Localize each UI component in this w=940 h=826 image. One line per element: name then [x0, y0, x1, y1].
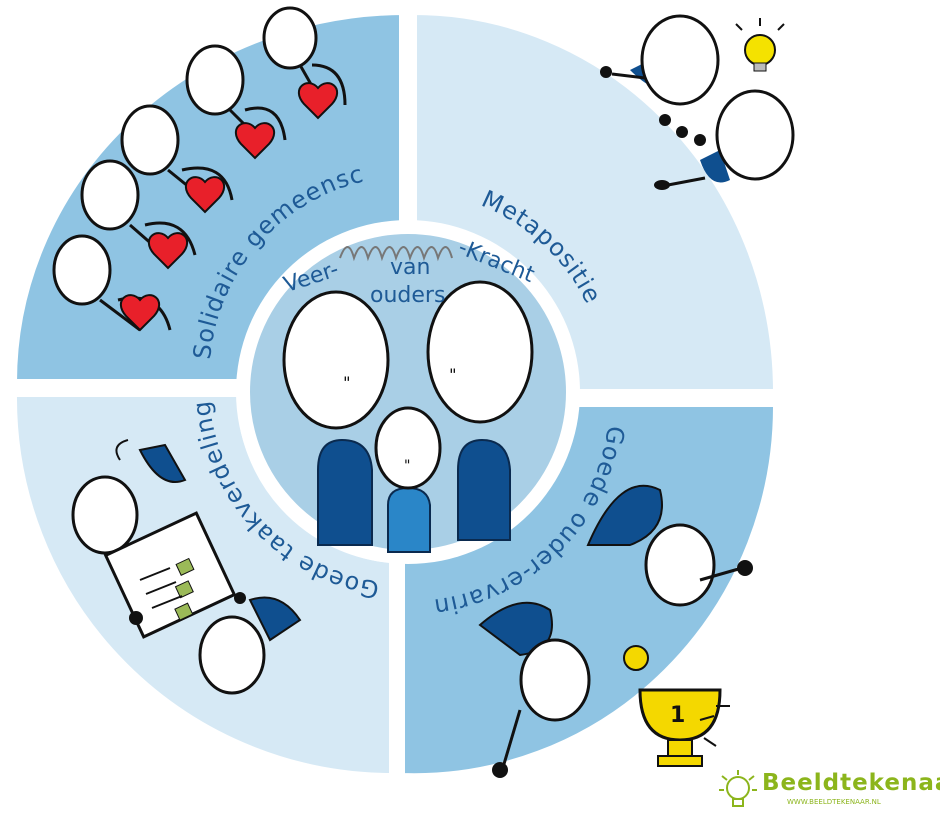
- ellipsis-dots: [659, 114, 706, 146]
- community-figures: [52, 6, 347, 332]
- heart-icon: [297, 82, 339, 120]
- lightbulb-icon: [735, 18, 785, 72]
- heart-icon: [234, 122, 276, 160]
- taak-figure-top: [71, 439, 187, 555]
- center-title-line2: van: [390, 255, 430, 280]
- parent-figure-right: ": [426, 280, 534, 541]
- heart-icon: [147, 232, 189, 270]
- svg-text:": ": [448, 365, 458, 384]
- heart-icon: [119, 294, 161, 332]
- child-figure: ": [374, 406, 442, 553]
- svg-text:": ": [403, 458, 411, 474]
- brand-url: WWW.BEELDTEKENAAR.NL: [787, 798, 881, 806]
- spring-icon: [339, 246, 453, 262]
- lightbulb-icon: [718, 768, 758, 818]
- checklist-icon: [103, 511, 237, 639]
- center-title-line3: ouders: [370, 283, 445, 308]
- heart-icons: [119, 82, 339, 332]
- community-figure: [262, 6, 347, 106]
- heart-icon: [184, 176, 226, 214]
- svg-text:": ": [342, 373, 352, 392]
- ervaring-figure-top: [586, 484, 753, 607]
- svg-text:1: 1: [670, 703, 685, 728]
- meta-figure-bottom: [654, 89, 795, 190]
- brand-name: Beeldtekenaar: [762, 770, 940, 796]
- trophy-icon: 1: [623, 645, 730, 767]
- ervaring-figure-bottom: [478, 601, 591, 778]
- taak-figure-bottom: [198, 592, 302, 695]
- parent-figure-left: ": [282, 290, 390, 546]
- meta-figure-top: [600, 14, 720, 106]
